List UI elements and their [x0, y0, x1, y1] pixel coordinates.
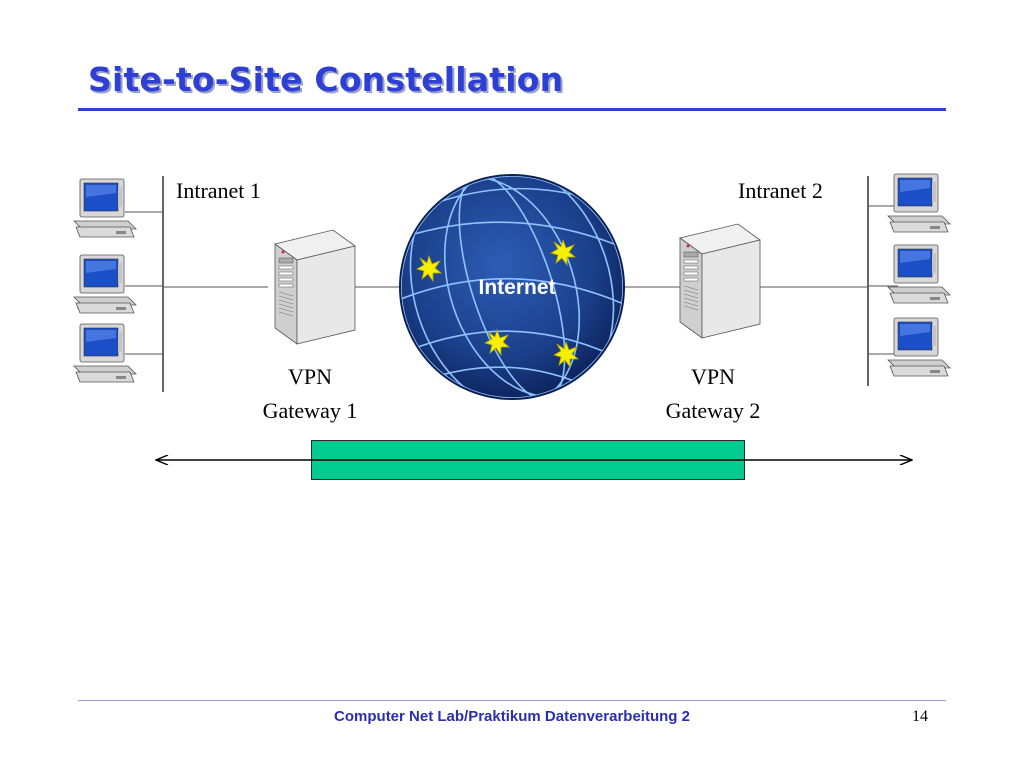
internet-label: Internet: [478, 276, 556, 299]
desktop-computer-icon: [887, 173, 951, 233]
footer-course-name: Computer Net Lab/Praktikum Datenverarbei…: [334, 708, 690, 725]
desktop-computer-icon: [887, 317, 951, 377]
page-number: 14: [912, 708, 928, 725]
desktop-computer-icon: [73, 323, 137, 383]
gateway2-label-line1: VPN: [690, 364, 735, 389]
footer-divider: [78, 700, 946, 701]
desktop-computer-icon: [73, 178, 137, 238]
gateway1-label-line2: Gateway 1: [262, 398, 358, 423]
desktop-computer-icon: [73, 254, 137, 314]
slide-title: Site-to-Site Constellation: [88, 60, 564, 99]
gateway1-label-line1: VPN: [287, 364, 332, 389]
server-tower-icon: [679, 223, 761, 339]
globe-icon: [399, 174, 625, 400]
intranet2-label: Intranet 2: [738, 178, 823, 203]
intranet1-label: Intranet 1: [176, 178, 261, 203]
server-tower-icon: [274, 229, 356, 345]
vpn-tunnel-bar: [311, 440, 745, 480]
desktop-computer-icon: [887, 244, 951, 304]
gateway2-label-line2: Gateway 2: [665, 398, 761, 423]
title-underline: [78, 108, 946, 111]
